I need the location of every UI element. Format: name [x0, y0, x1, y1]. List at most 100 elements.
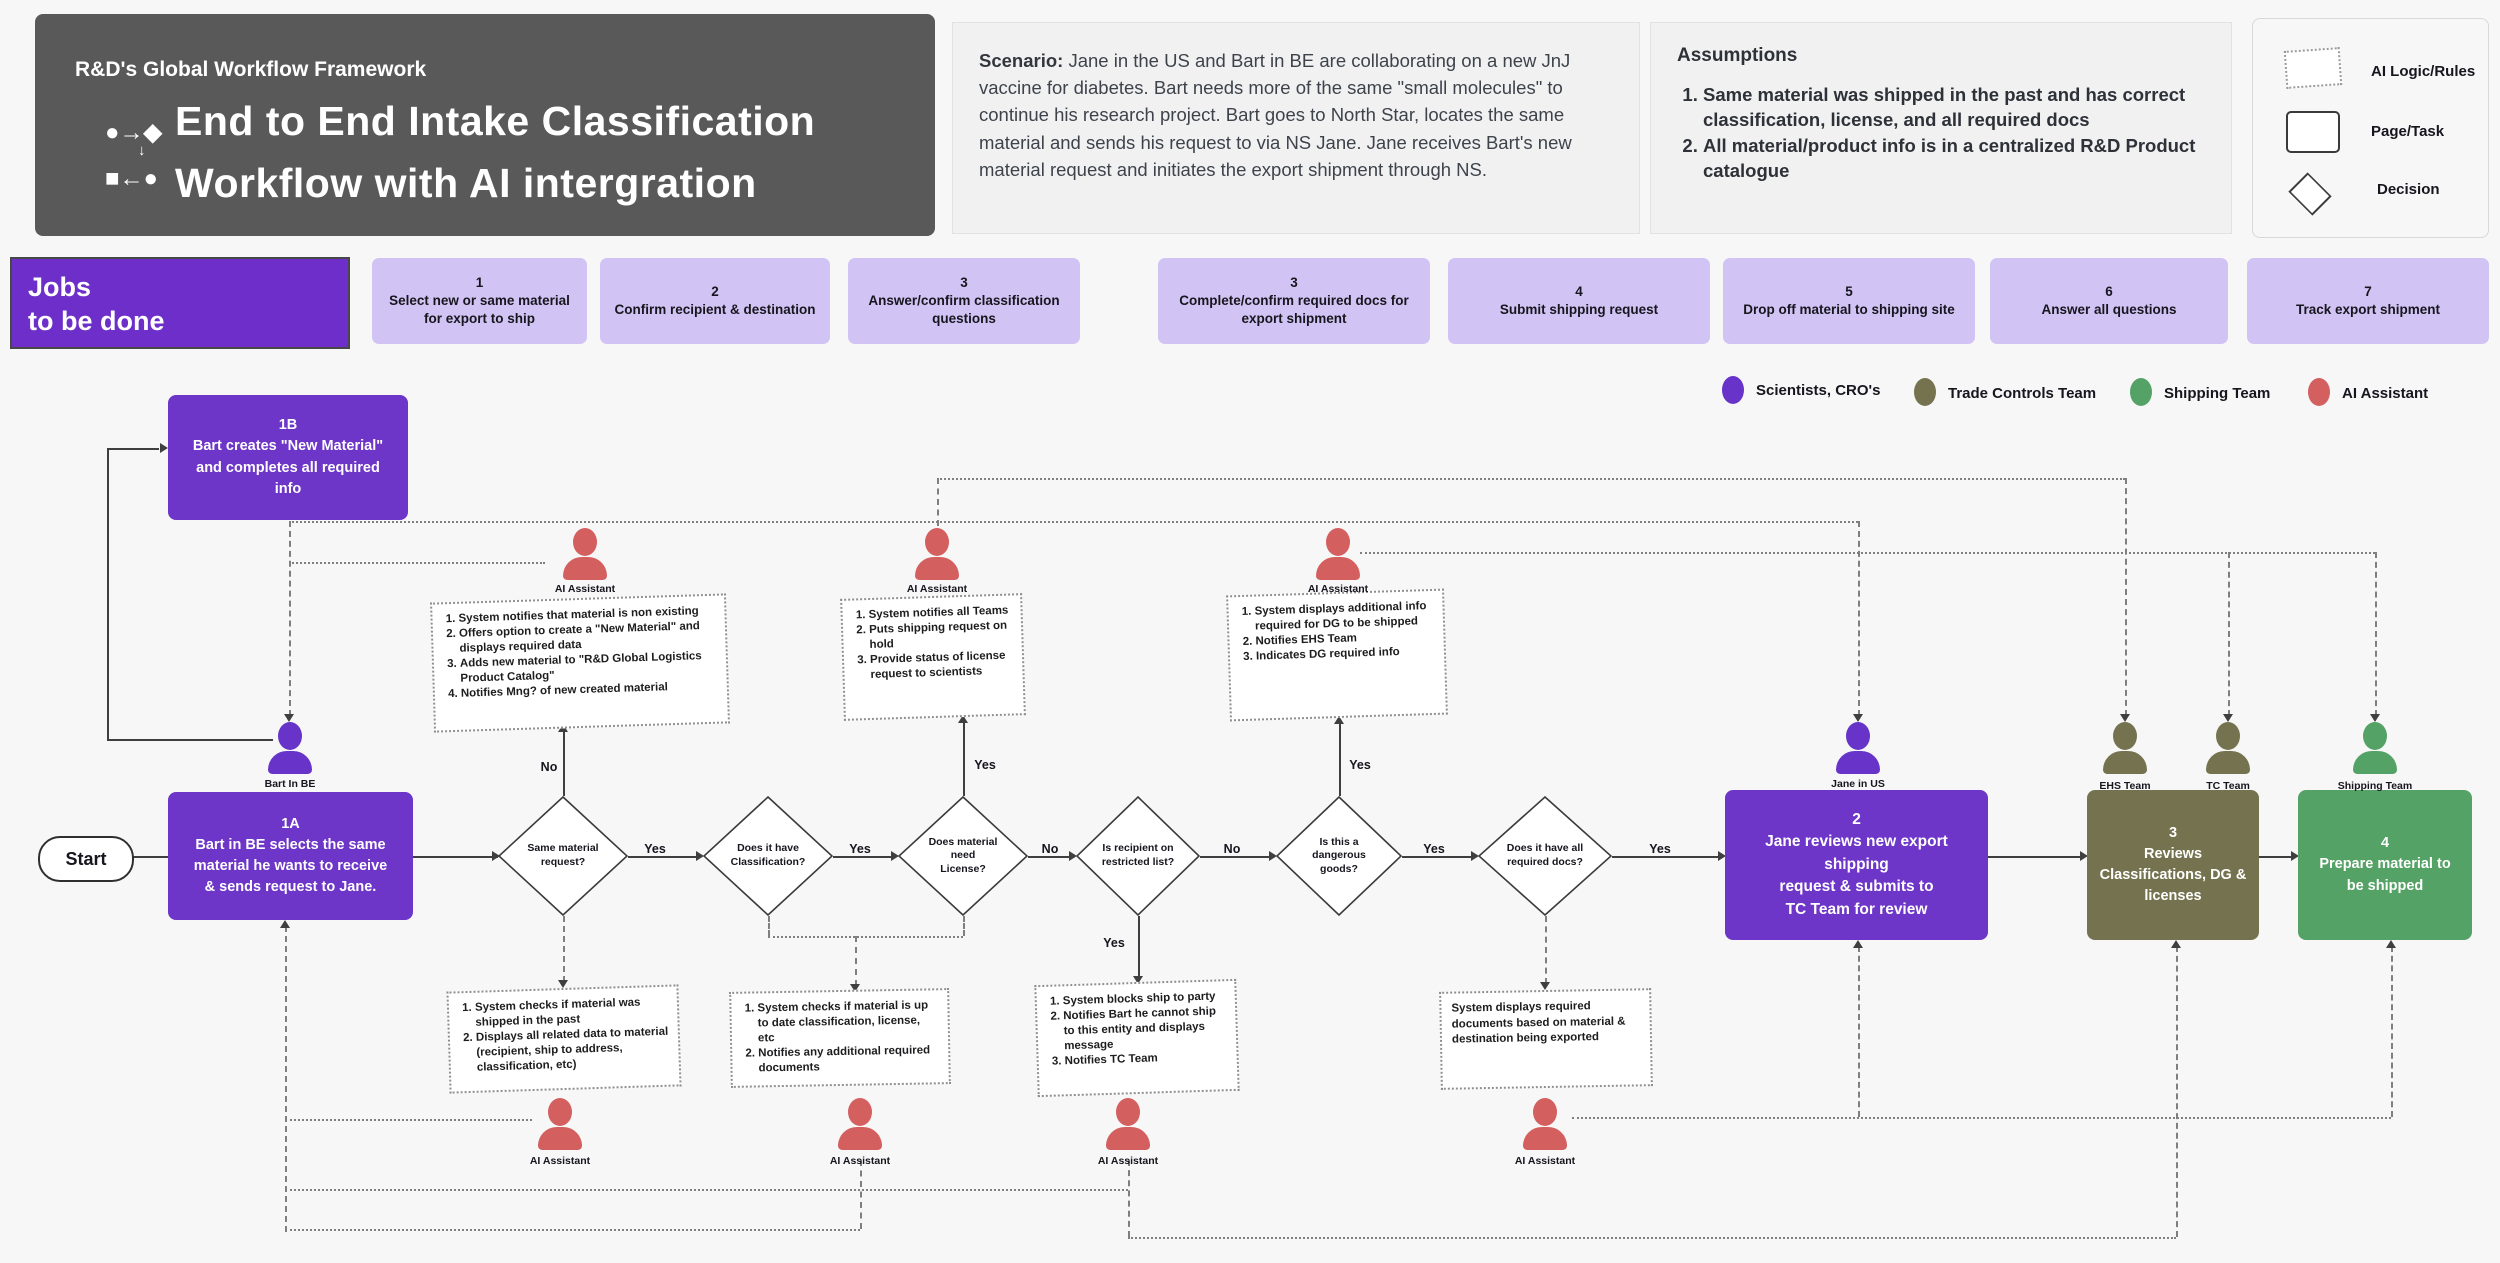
bart-person-icon[interactable] [265, 722, 315, 774]
ai-assistant-icon-t3[interactable] [1313, 528, 1363, 580]
ai-riser-box2 [1858, 946, 1860, 1117]
jobs-title-line1: Jobs [28, 272, 92, 302]
jane-person-icon[interactable] [1833, 722, 1883, 774]
edge-d5-d6 [1402, 856, 1475, 858]
job-step-4[interactable]: 3 Complete/confirm required docs for exp… [1158, 258, 1430, 344]
ai-assistant-icon-t2[interactable] [912, 528, 962, 580]
person-torso [915, 557, 959, 580]
task-box-4[interactable]: 4 Prepare material to be shipped [2298, 790, 2472, 940]
flowchart-icon-arrow: ↓ [138, 142, 146, 159]
diamond-shape [703, 796, 833, 916]
person-head [573, 528, 597, 556]
ai-assistant-icon-b2[interactable] [835, 1098, 885, 1150]
ai-note-item: Puts shipping request on hold [869, 618, 1014, 652]
ai-assistant-icon-b1[interactable] [535, 1098, 585, 1150]
decision-line: request? [540, 856, 586, 868]
job-step-label: Answer all questions [2041, 302, 2177, 317]
ai-note-classification-check[interactable]: System checks if material is up to date … [729, 988, 951, 1088]
job-step-8[interactable]: 7 Track export shipment [2247, 258, 2489, 344]
ai-note-required-docs[interactable]: System displays required documents based… [1439, 988, 1653, 1090]
diamond-shape [898, 796, 1028, 916]
job-step-6[interactable]: 5 Drop off material to shipping site [1723, 258, 1975, 344]
ai-note-license-hold[interactable]: System notifies all Teams Puts shipping … [840, 593, 1026, 721]
decision-line: License? [940, 862, 986, 875]
person-torso [2353, 751, 2397, 774]
task-box-1a[interactable]: 1A Bart in BE selects the same material … [168, 792, 413, 920]
person-torso [1316, 557, 1360, 580]
assumptions-card[interactable]: Assumptions Same material was shipped in… [1650, 22, 2232, 234]
scenario-card[interactable]: Scenario: Jane in the US and Bart in BE … [952, 22, 1640, 234]
jobs-to-be-done-header[interactable]: Jobs to be done [10, 257, 350, 349]
decision-line: restricted list? [1101, 856, 1175, 868]
ai-assistant-legend-label: AI Assistant [2342, 385, 2429, 402]
loop-connector-horizontal [107, 739, 273, 741]
ai-note-block-ship[interactable]: System blocks ship to party Notifies Bar… [1034, 978, 1240, 1098]
ai-rail-bottom-1 [285, 1119, 532, 1121]
job-step-2[interactable]: 2 Confirm recipient & destination [600, 258, 830, 344]
ai-drop-shipping [2375, 552, 2377, 716]
title-card[interactable]: R&D's Global Workflow Framework ●→◆■←● ↓… [35, 14, 935, 236]
ai-return-1a [285, 926, 287, 1232]
box-num: 1A [281, 815, 300, 832]
job-step-7[interactable]: 6 Answer all questions [1990, 258, 2228, 344]
arrowhead [1540, 982, 1550, 990]
shape-legend[interactable]: AI Logic/Rules Page/Task Decision [2252, 18, 2489, 238]
jobs-title-line2: to be done [28, 305, 165, 336]
arrowhead [1069, 851, 1077, 861]
edge-d2-d3 [833, 856, 893, 858]
ai-assistant-icon-t1[interactable] [560, 528, 610, 580]
box-num: 2 [1852, 810, 1861, 828]
ai-note-item: Provide status of license request to sci… [870, 648, 1015, 682]
edge-d1-note-t1 [563, 729, 565, 796]
task-box-2[interactable]: 2 Jane reviews new export shipping reque… [1725, 790, 1988, 940]
edge-label-no: No [1038, 842, 1062, 856]
arrowhead [958, 715, 968, 723]
edge-label-yes: Yes [641, 842, 669, 856]
person-torso [1523, 1127, 1567, 1150]
edge-label-no: No [537, 760, 561, 774]
decision-line: dangerous [1312, 849, 1366, 862]
job-step-5[interactable]: 4 Submit shipping request [1448, 258, 1710, 344]
job-step-3[interactable]: 3 Answer/confirm classification question… [848, 258, 1080, 344]
tc-person-icon[interactable] [2203, 722, 2253, 774]
start-node[interactable]: Start [38, 836, 134, 882]
trade-controls-dot-icon [1914, 378, 1936, 406]
box-line: Reviews [2143, 845, 2203, 862]
ehs-person-icon[interactable] [2100, 722, 2150, 774]
ai-rail-bottom-4 [1128, 1237, 2176, 1239]
edge-label-yes: Yes [1346, 758, 1374, 772]
edge-d3-elbow [963, 916, 965, 936]
person-head [2113, 722, 2137, 750]
scenario-text: Scenario: Jane in the US and Bart in BE … [979, 47, 1613, 183]
edge-label-no: No [1220, 842, 1244, 856]
arrowhead [850, 984, 860, 992]
job-step-num: 1 [475, 274, 484, 290]
page-title-line2: Workflow with AI intergration [175, 160, 757, 206]
ai-assistant-icon-b4[interactable] [1520, 1098, 1570, 1150]
arrowhead [558, 980, 568, 988]
person-head [2216, 722, 2240, 750]
job-step-label: Submit shipping request [1499, 302, 1659, 317]
shipping-person-icon[interactable] [2350, 722, 2400, 774]
box-line: & sends request to Jane. [204, 879, 377, 896]
ai-note-dangerous-goods[interactable]: System displays additional info required… [1226, 588, 1448, 722]
person-torso [268, 751, 312, 774]
ai-note-material-history[interactable]: System checks if material was shipped in… [446, 984, 682, 1094]
job-step-1[interactable]: 1 Select new or same material for export… [372, 258, 587, 344]
job-step-num: 7 [2364, 283, 2372, 299]
ai-assistant-icon-b3[interactable] [1103, 1098, 1153, 1150]
ai-assistant-dot-icon [2308, 378, 2330, 406]
task-box-3[interactable]: 3 Reviews Classifications, DG & licenses [2087, 790, 2259, 940]
task-box-1b[interactable]: 1B Bart creates "New Material" and compl… [168, 395, 408, 520]
decision-line: Classification? [730, 856, 806, 868]
ai-note-new-material[interactable]: System notifies that material is non exi… [430, 593, 730, 733]
job-step-num: 5 [1845, 283, 1853, 299]
scientists-dot-icon [1722, 376, 1744, 404]
ai-drop-b2 [860, 1160, 862, 1229]
